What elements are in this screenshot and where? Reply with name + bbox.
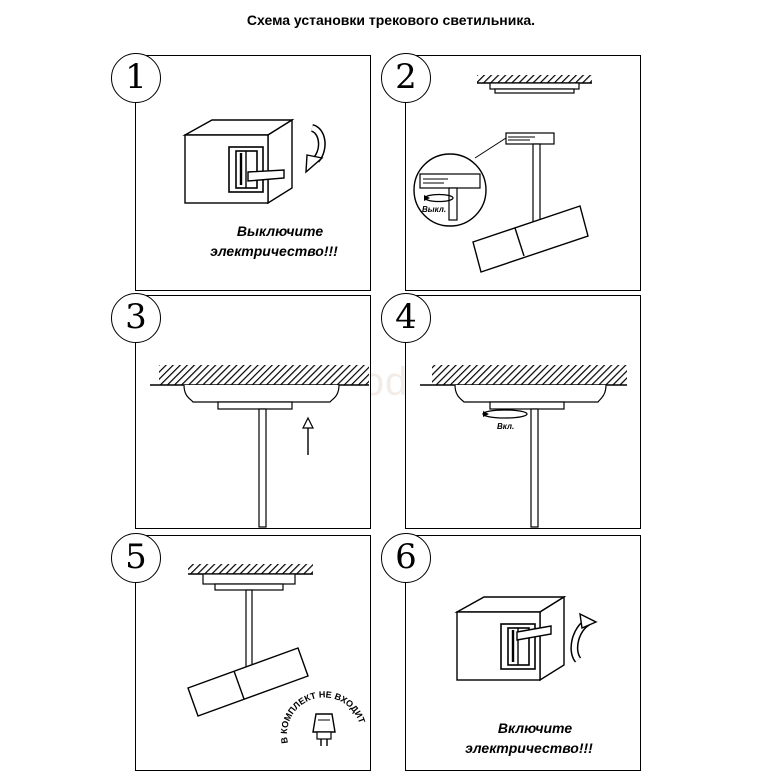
step-6-label-line2: электричество!!! [465, 740, 593, 756]
step-6-instruction: Включите электричество!!! [450, 718, 620, 758]
switch-box-off-drawing [182, 118, 295, 205]
track-light-fixture-drawing [472, 132, 589, 273]
turn-off-arrow-icon [305, 124, 326, 174]
step-3-panel [135, 295, 371, 529]
ceiling-mounted-base-drawing [477, 75, 592, 94]
step-1-instruction: Выключите электричество!!! [195, 221, 365, 261]
ceiling-mount-rotate-drawing [420, 365, 627, 528]
step-1-label-line2: электричество!!! [210, 243, 338, 259]
step-number-6: 6 [381, 533, 431, 583]
switch-box-on-drawing [454, 595, 567, 682]
lamp-not-included-badge [284, 687, 364, 767]
step-6-label-line1: Включите [497, 720, 573, 736]
detail-zoom-circle [413, 153, 487, 227]
step-1-label-line1: Выключите [236, 223, 324, 239]
page-title: Схема установки трекового светильника. [246, 12, 536, 28]
step-number-5: 5 [111, 533, 161, 583]
ceiling-mount-up-drawing [150, 365, 369, 528]
turn-on-arrow-icon [570, 612, 598, 663]
step-number-4: 4 [381, 293, 431, 343]
step-4-on-label: Вкл. [497, 422, 515, 431]
move-up-arrow-icon [302, 416, 314, 455]
rotate-clockwise-icon [482, 409, 528, 419]
step-6-panel [405, 535, 641, 771]
step-2-off-label: Выкл. [422, 205, 447, 214]
step-number-3: 3 [111, 293, 161, 343]
step-number-1: 1 [111, 53, 161, 103]
installed-track-light-drawing [187, 564, 313, 717]
step-number-2: 2 [381, 53, 431, 103]
